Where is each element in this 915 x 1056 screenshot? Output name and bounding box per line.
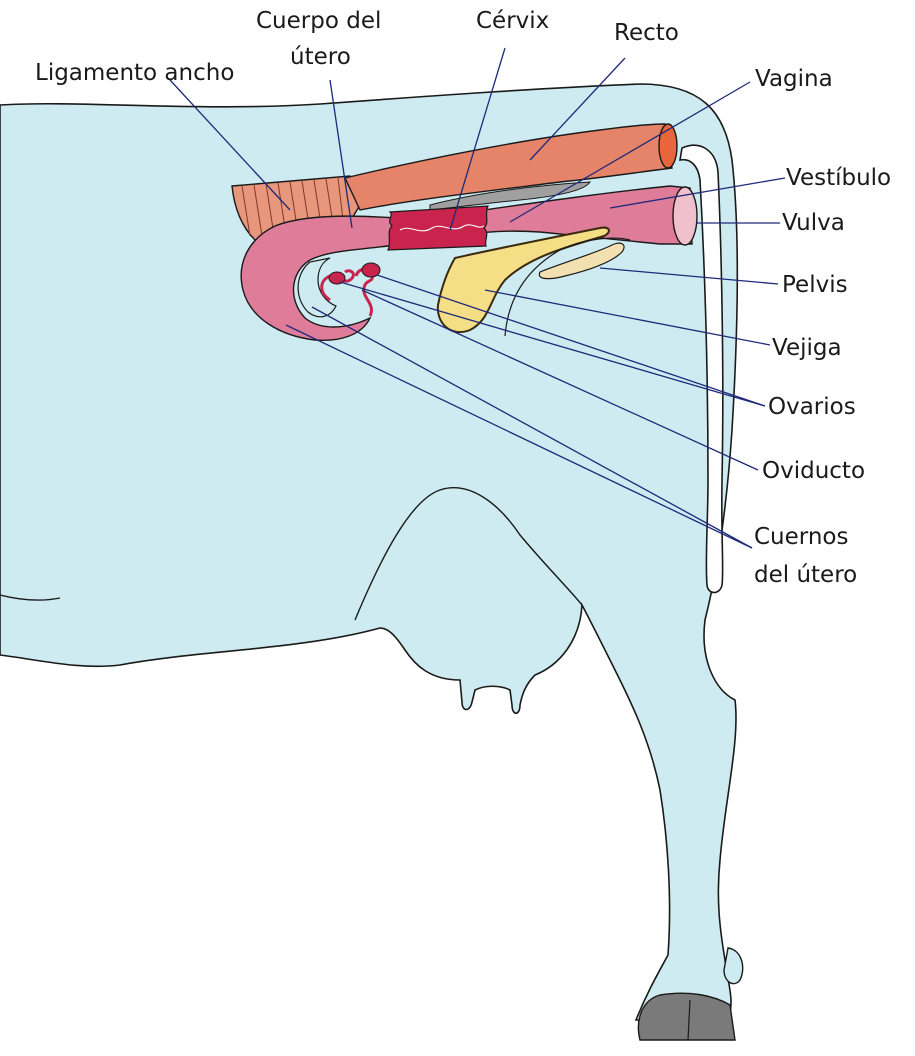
label-cervix: Cérvix	[476, 8, 549, 34]
leader-vestibulo	[609, 177, 786, 209]
leader-ligamento-ancho	[169, 79, 291, 211]
label-recto: Recto	[614, 20, 679, 46]
uterine-horn-inner	[297, 257, 337, 318]
dewclaw	[723, 947, 744, 985]
label-pelvis: Pelvis	[782, 272, 848, 298]
leader-cuerpo-utero	[329, 79, 353, 229]
leader-ovarios-left	[339, 281, 766, 407]
label-cuerpo-utero-line1: Cuerpo del	[256, 8, 381, 34]
rectum-vagina-fold	[429, 181, 591, 211]
label-cuernos-line2: del útero	[754, 562, 857, 588]
leader-oviducto	[361, 289, 759, 471]
cervix-folds	[399, 224, 485, 232]
vagina-vestibule	[469, 185, 693, 245]
label-vulva: Vulva	[782, 210, 845, 236]
ovary-left	[328, 271, 346, 285]
belly-fold-line	[354, 487, 583, 621]
rectum-opening	[658, 123, 678, 169]
leader-ovarios-right	[376, 274, 766, 407]
vulva	[672, 186, 698, 246]
label-ligamento-ancho: Ligamento ancho	[35, 60, 234, 86]
leader-vagina	[509, 81, 751, 223]
tail	[679, 144, 724, 594]
leader-recto	[529, 57, 626, 161]
leader-pelvis	[599, 267, 779, 285]
hoof	[637, 992, 736, 1041]
label-vagina: Vagina	[755, 66, 833, 92]
uterus-body-and-horn	[240, 215, 483, 342]
ovary-right	[361, 262, 381, 278]
hoof-split-line	[687, 999, 691, 1041]
leader-cervix	[449, 47, 506, 231]
cow-body	[0, 83, 739, 1021]
cervix	[387, 205, 490, 251]
pelvis-bone	[538, 242, 625, 280]
label-vejiga: Vejiga	[772, 335, 842, 361]
label-cuernos-line1: Cuernos	[754, 524, 848, 550]
bladder	[436, 226, 610, 333]
leader-vejiga	[484, 289, 771, 346]
label-cuerpo-utero-line2: útero	[290, 44, 351, 70]
label-vestibulo: Vestíbulo	[786, 165, 891, 191]
label-ovarios: Ovarios	[768, 394, 856, 420]
leg-crease-line	[0, 594, 61, 601]
urethra-line	[504, 237, 631, 337]
leader-cuernos-inner	[311, 306, 753, 549]
leader-cuernos-outer	[285, 324, 753, 549]
label-oviducto: Oviducto	[762, 458, 865, 484]
